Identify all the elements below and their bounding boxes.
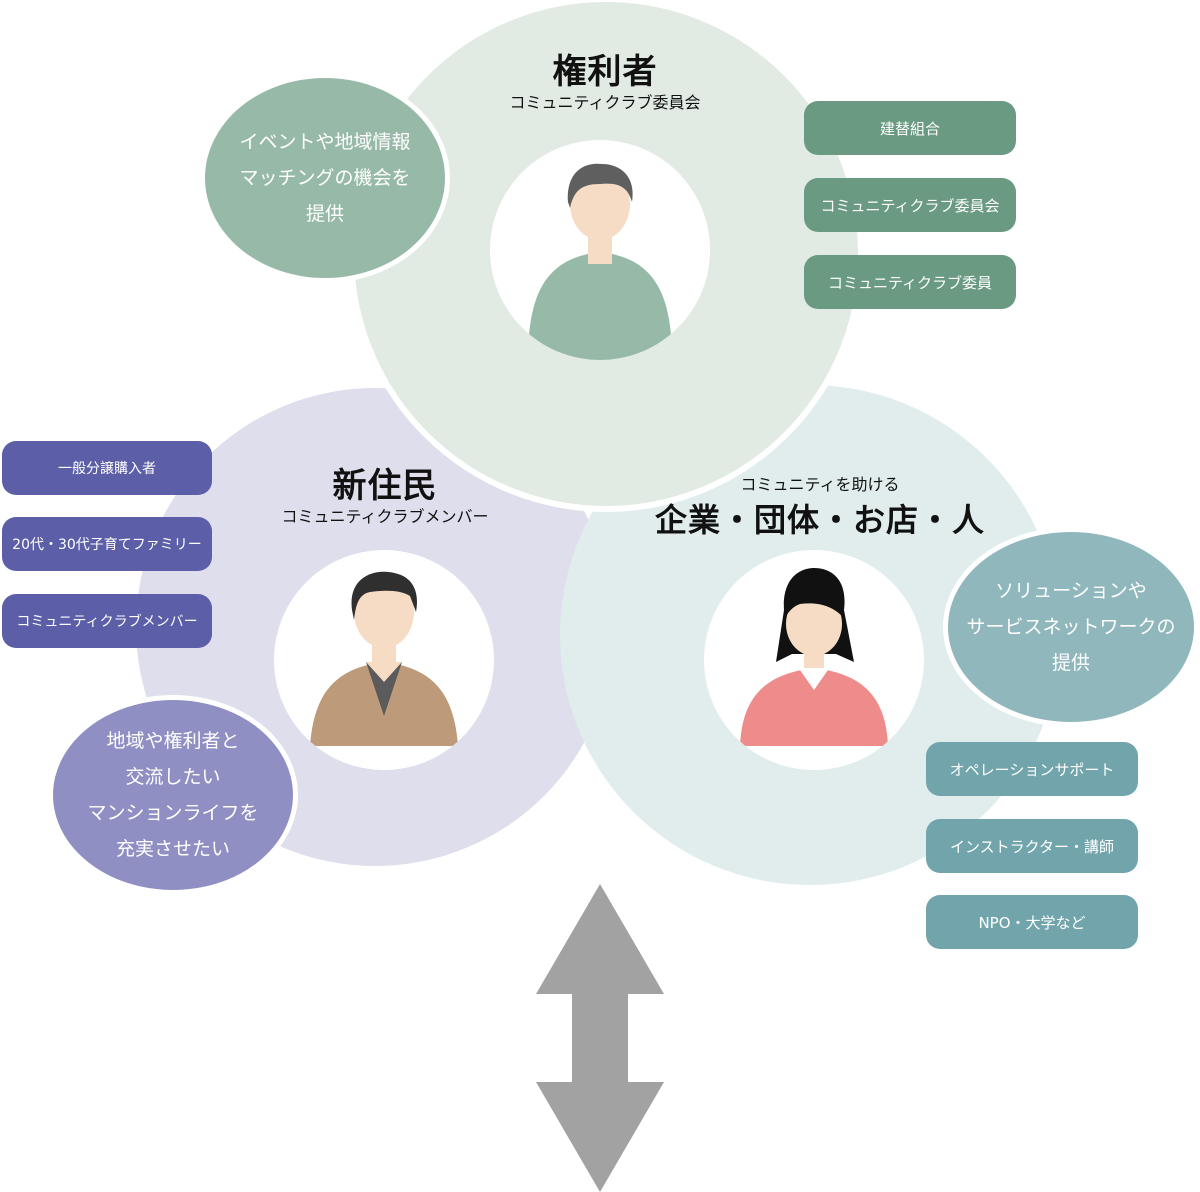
- partners-pill-operation[interactable]: オペレーションサポート: [926, 742, 1138, 796]
- residents-bubble-line: 充実させたい: [115, 838, 230, 860]
- partners-title: 企業・団体・お店・人: [654, 501, 985, 539]
- partners-bubble: ソリューションや サービスネットワークの 提供: [943, 527, 1199, 727]
- residents-title: 新住民: [332, 466, 438, 506]
- owners-bubble-line: イベントや地域情報: [239, 131, 411, 153]
- owners-subtitle: コミュニティクラブ委員会: [509, 93, 701, 112]
- partners-bubble-line: 提供: [1051, 652, 1090, 674]
- owners-title: 権利者: [552, 52, 658, 92]
- double-arrow-vertical-icon: [536, 884, 664, 1192]
- residents-pill-buyers[interactable]: 一般分譲購入者: [2, 441, 212, 495]
- owners-pill-committee[interactable]: コミュニティクラブ委員会: [804, 178, 1016, 232]
- owners-bubble-line: マッチングの機会を: [239, 167, 411, 189]
- man-green-shirt-icon: [528, 163, 672, 360]
- resident-avatar: [274, 550, 494, 770]
- partners-pill-instructor[interactable]: インストラクター・講師: [926, 819, 1138, 873]
- owners-bubble: イベントや地域情報 マッチングの機会を 提供: [200, 73, 450, 283]
- partners-pill-npo[interactable]: NPO・大学など: [926, 895, 1138, 949]
- partners-bubble-line: サービスネットワークの: [966, 616, 1176, 638]
- owners-bubble-line: 提供: [305, 203, 344, 225]
- owners-pill-rebuild-union[interactable]: 建替組合: [804, 101, 1016, 155]
- owners-pill-committee-member[interactable]: コミュニティクラブ委員: [804, 255, 1016, 309]
- woman-pink-shirt-icon: [740, 568, 888, 746]
- partner-avatar: [704, 550, 924, 770]
- residents-pill-members[interactable]: コミュニティクラブメンバー: [2, 594, 212, 648]
- partners-title-block: コミュニティを助ける 企業・団体・お店・人: [640, 474, 1000, 540]
- residents-bubble: 地域や権利者と 交流したい マンションライフを 充実させたい: [48, 695, 298, 895]
- residents-bubble-line: マンションライフを: [87, 802, 259, 824]
- residents-subtitle: コミュニティクラブメンバー: [281, 507, 489, 526]
- partners-lead: コミュニティを助ける: [740, 475, 900, 494]
- owners-title-block: 権利者 コミュニティクラブ委員会: [450, 52, 760, 114]
- partners-bubble-line: ソリューションや: [995, 580, 1147, 602]
- residents-bubble-line: 地域や権利者と: [106, 730, 240, 752]
- residents-pill-families[interactable]: 20代・30代子育てファミリー: [2, 517, 212, 571]
- residents-bubble-line: 交流したい: [125, 766, 221, 788]
- residents-title-block: 新住民 コミュニティクラブメンバー: [230, 466, 540, 528]
- owner-avatar: [490, 140, 710, 360]
- man-suit-icon: [310, 571, 458, 746]
